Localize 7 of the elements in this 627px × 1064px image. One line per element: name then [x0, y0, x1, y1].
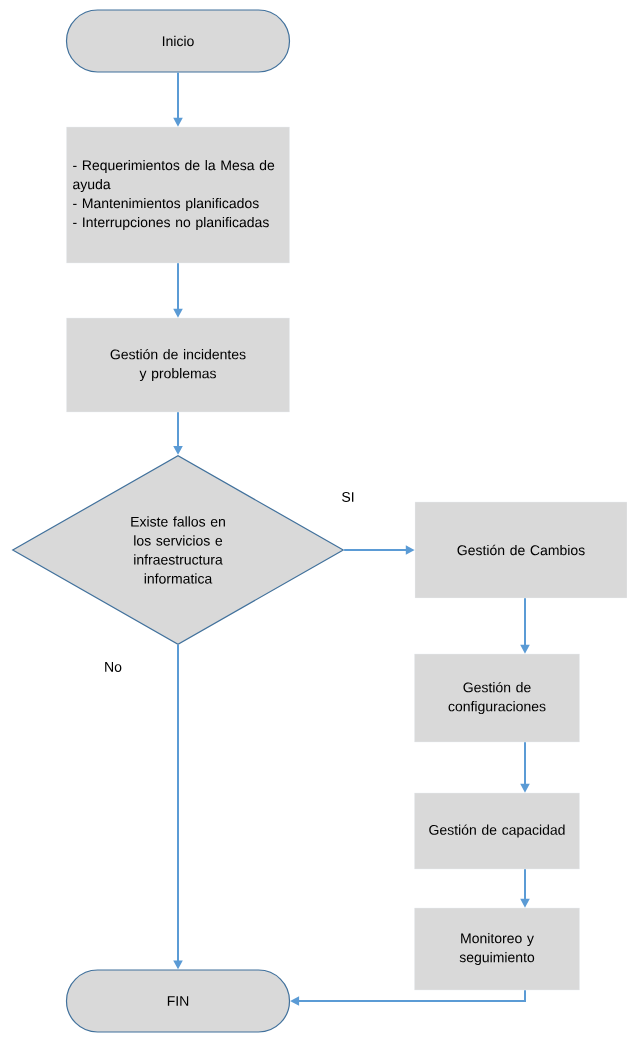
process-box: - Requerimientos de la Mesa de ayuda - Mantenimientos planificados - Interrupciones no planificadas	[66, 126, 290, 264]
process-box: Gestión de incidentes y problemas	[66, 317, 290, 413]
process-box: Monitoreo y seguimiento	[414, 907, 580, 991]
process-box: Gestión de configuraciones	[414, 653, 580, 743]
edge-label: No	[102, 660, 124, 674]
process-box: Gestión de Cambios	[414, 501, 627, 599]
process-box: Gestión de capacidad	[414, 792, 580, 870]
